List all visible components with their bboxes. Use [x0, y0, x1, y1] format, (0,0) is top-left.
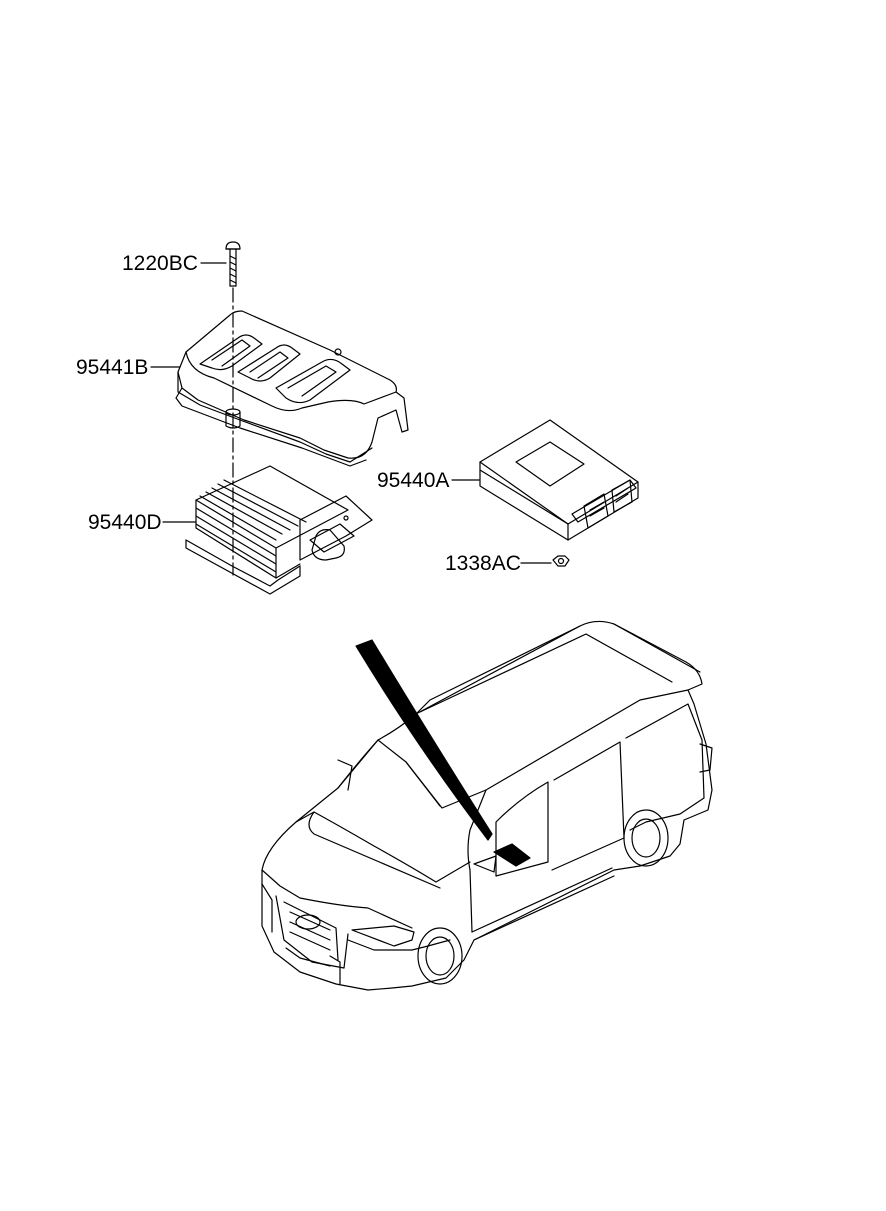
- module-95440A: [480, 420, 638, 540]
- leader-lines: [151, 263, 551, 563]
- module-location-highlight: [494, 844, 530, 866]
- part-label-1220BC: 1220BC: [122, 252, 198, 275]
- module-95440D: [186, 466, 372, 594]
- nut-1338AC: [553, 556, 569, 566]
- part-label-95440A: 95440A: [377, 469, 450, 492]
- part-label-95441B: 95441B: [76, 356, 149, 379]
- bolt-1220BC: [226, 242, 240, 286]
- part-label-1338AC: 1338AC: [445, 552, 521, 575]
- cover-95441B: [176, 311, 408, 466]
- location-pointer: [356, 640, 492, 840]
- part-label-95440D: 95440D: [88, 511, 162, 534]
- vehicle-illustration: [262, 621, 712, 990]
